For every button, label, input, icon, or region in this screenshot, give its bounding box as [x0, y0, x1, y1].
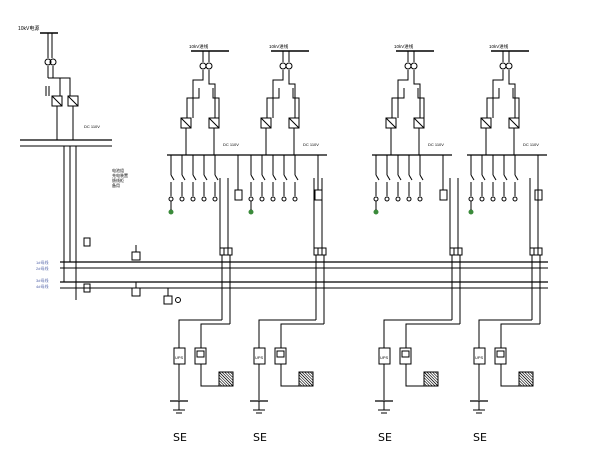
substation-bus-label: DC 110V — [223, 142, 239, 147]
ground-label: SE — [473, 431, 487, 444]
ups-box-label: UPS — [255, 355, 264, 360]
ground-label: SE — [378, 431, 392, 444]
ups-box-label: UPS — [380, 355, 389, 360]
substation-source-label: 10kV进线 — [394, 43, 414, 50]
substation-bus-label: DC 110V — [523, 142, 539, 147]
left-bus-label: DC 110V — [84, 124, 100, 129]
bus-label-3: 3#母线 — [36, 277, 48, 283]
bus-label-2: 2#母线 — [36, 265, 48, 271]
substation-bus-label: DC 110V — [428, 142, 444, 147]
bus-label-4: 4#母线 — [36, 283, 48, 289]
ups-box-label: UPS — [175, 355, 184, 360]
substation-3: 10kV进线 DC 110V UPS SE — [372, 43, 463, 444]
bus-label-1: 1#母线 — [36, 259, 48, 265]
ups-box-label: UPS — [475, 355, 484, 360]
ground-label: SE — [253, 431, 267, 444]
substation-bus-label: DC 110V — [303, 142, 319, 147]
main-source-label: 10kV电源 — [18, 25, 39, 32]
substation-source-label: 10kV进线 — [189, 43, 209, 50]
substation-2: 10kV进线 DC 110V UPS SE — [247, 43, 327, 444]
ground-label: SE — [173, 431, 187, 444]
substation-4: 10kV进线 DC 110V UPS SE — [467, 43, 547, 444]
substation-1: 10kV进线 DC 110V UPS SE — [167, 43, 247, 444]
substation-source-label: 10kV进线 — [489, 43, 509, 50]
substation-source-label: 10kV进线 — [269, 43, 289, 50]
cabinet-note: 电池组充电装置馈线柜备用 — [112, 167, 128, 188]
